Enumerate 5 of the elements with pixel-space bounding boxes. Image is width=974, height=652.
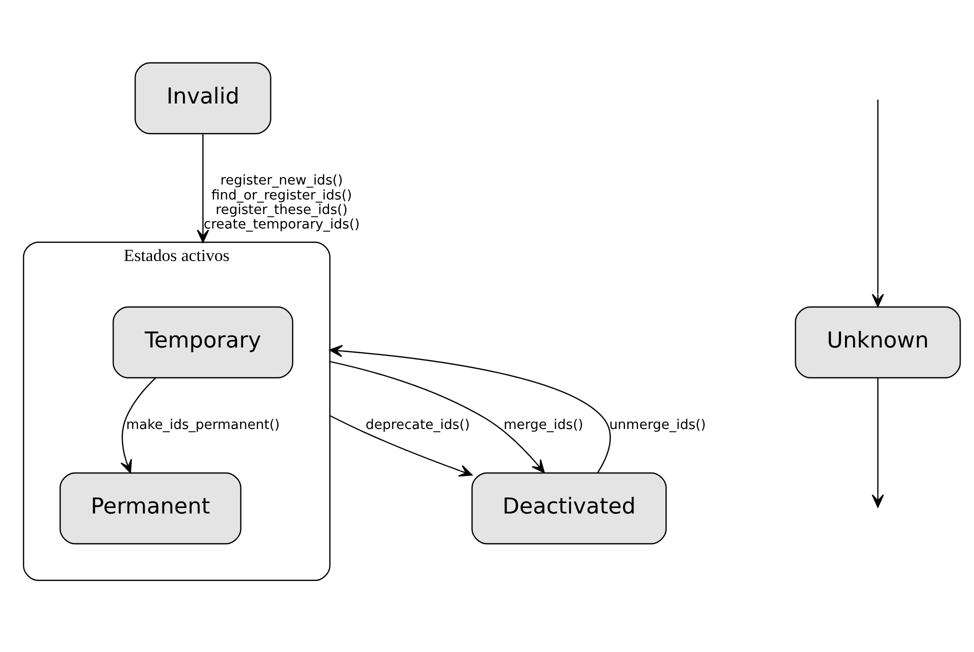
edge-label: deprecate_ids() — [366, 417, 470, 432]
edge-label: merge_ids() — [504, 417, 584, 432]
edge-label: register_new_ids() find_or_register_ids() register_these_ids() create_temporary_ids() — [204, 173, 360, 232]
edge-label: make_ids_permanent() — [126, 417, 280, 432]
edge-label: unmerge_ids() — [609, 417, 706, 432]
